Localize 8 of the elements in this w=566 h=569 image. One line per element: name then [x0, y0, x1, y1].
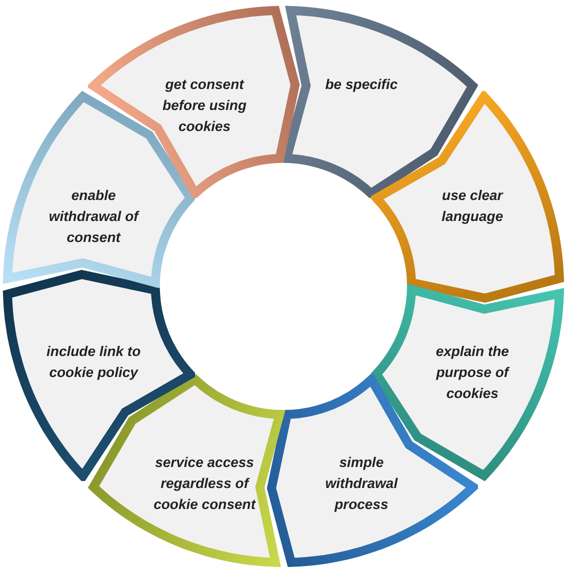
segment-label: use clear language	[440, 186, 504, 226]
segment-label: get consent before using cookies	[162, 74, 248, 136]
segment-label: include link to cookie policy	[46, 342, 142, 382]
segment-label: be specific	[324, 74, 399, 94]
segment-label: service access regardless of cookie consent	[152, 453, 257, 514]
segment-label: enable withdrawal of consent	[48, 186, 140, 247]
segment-label: simple withdrawal process	[324, 453, 399, 514]
segment-label: explain the purpose of cookies	[434, 342, 511, 404]
